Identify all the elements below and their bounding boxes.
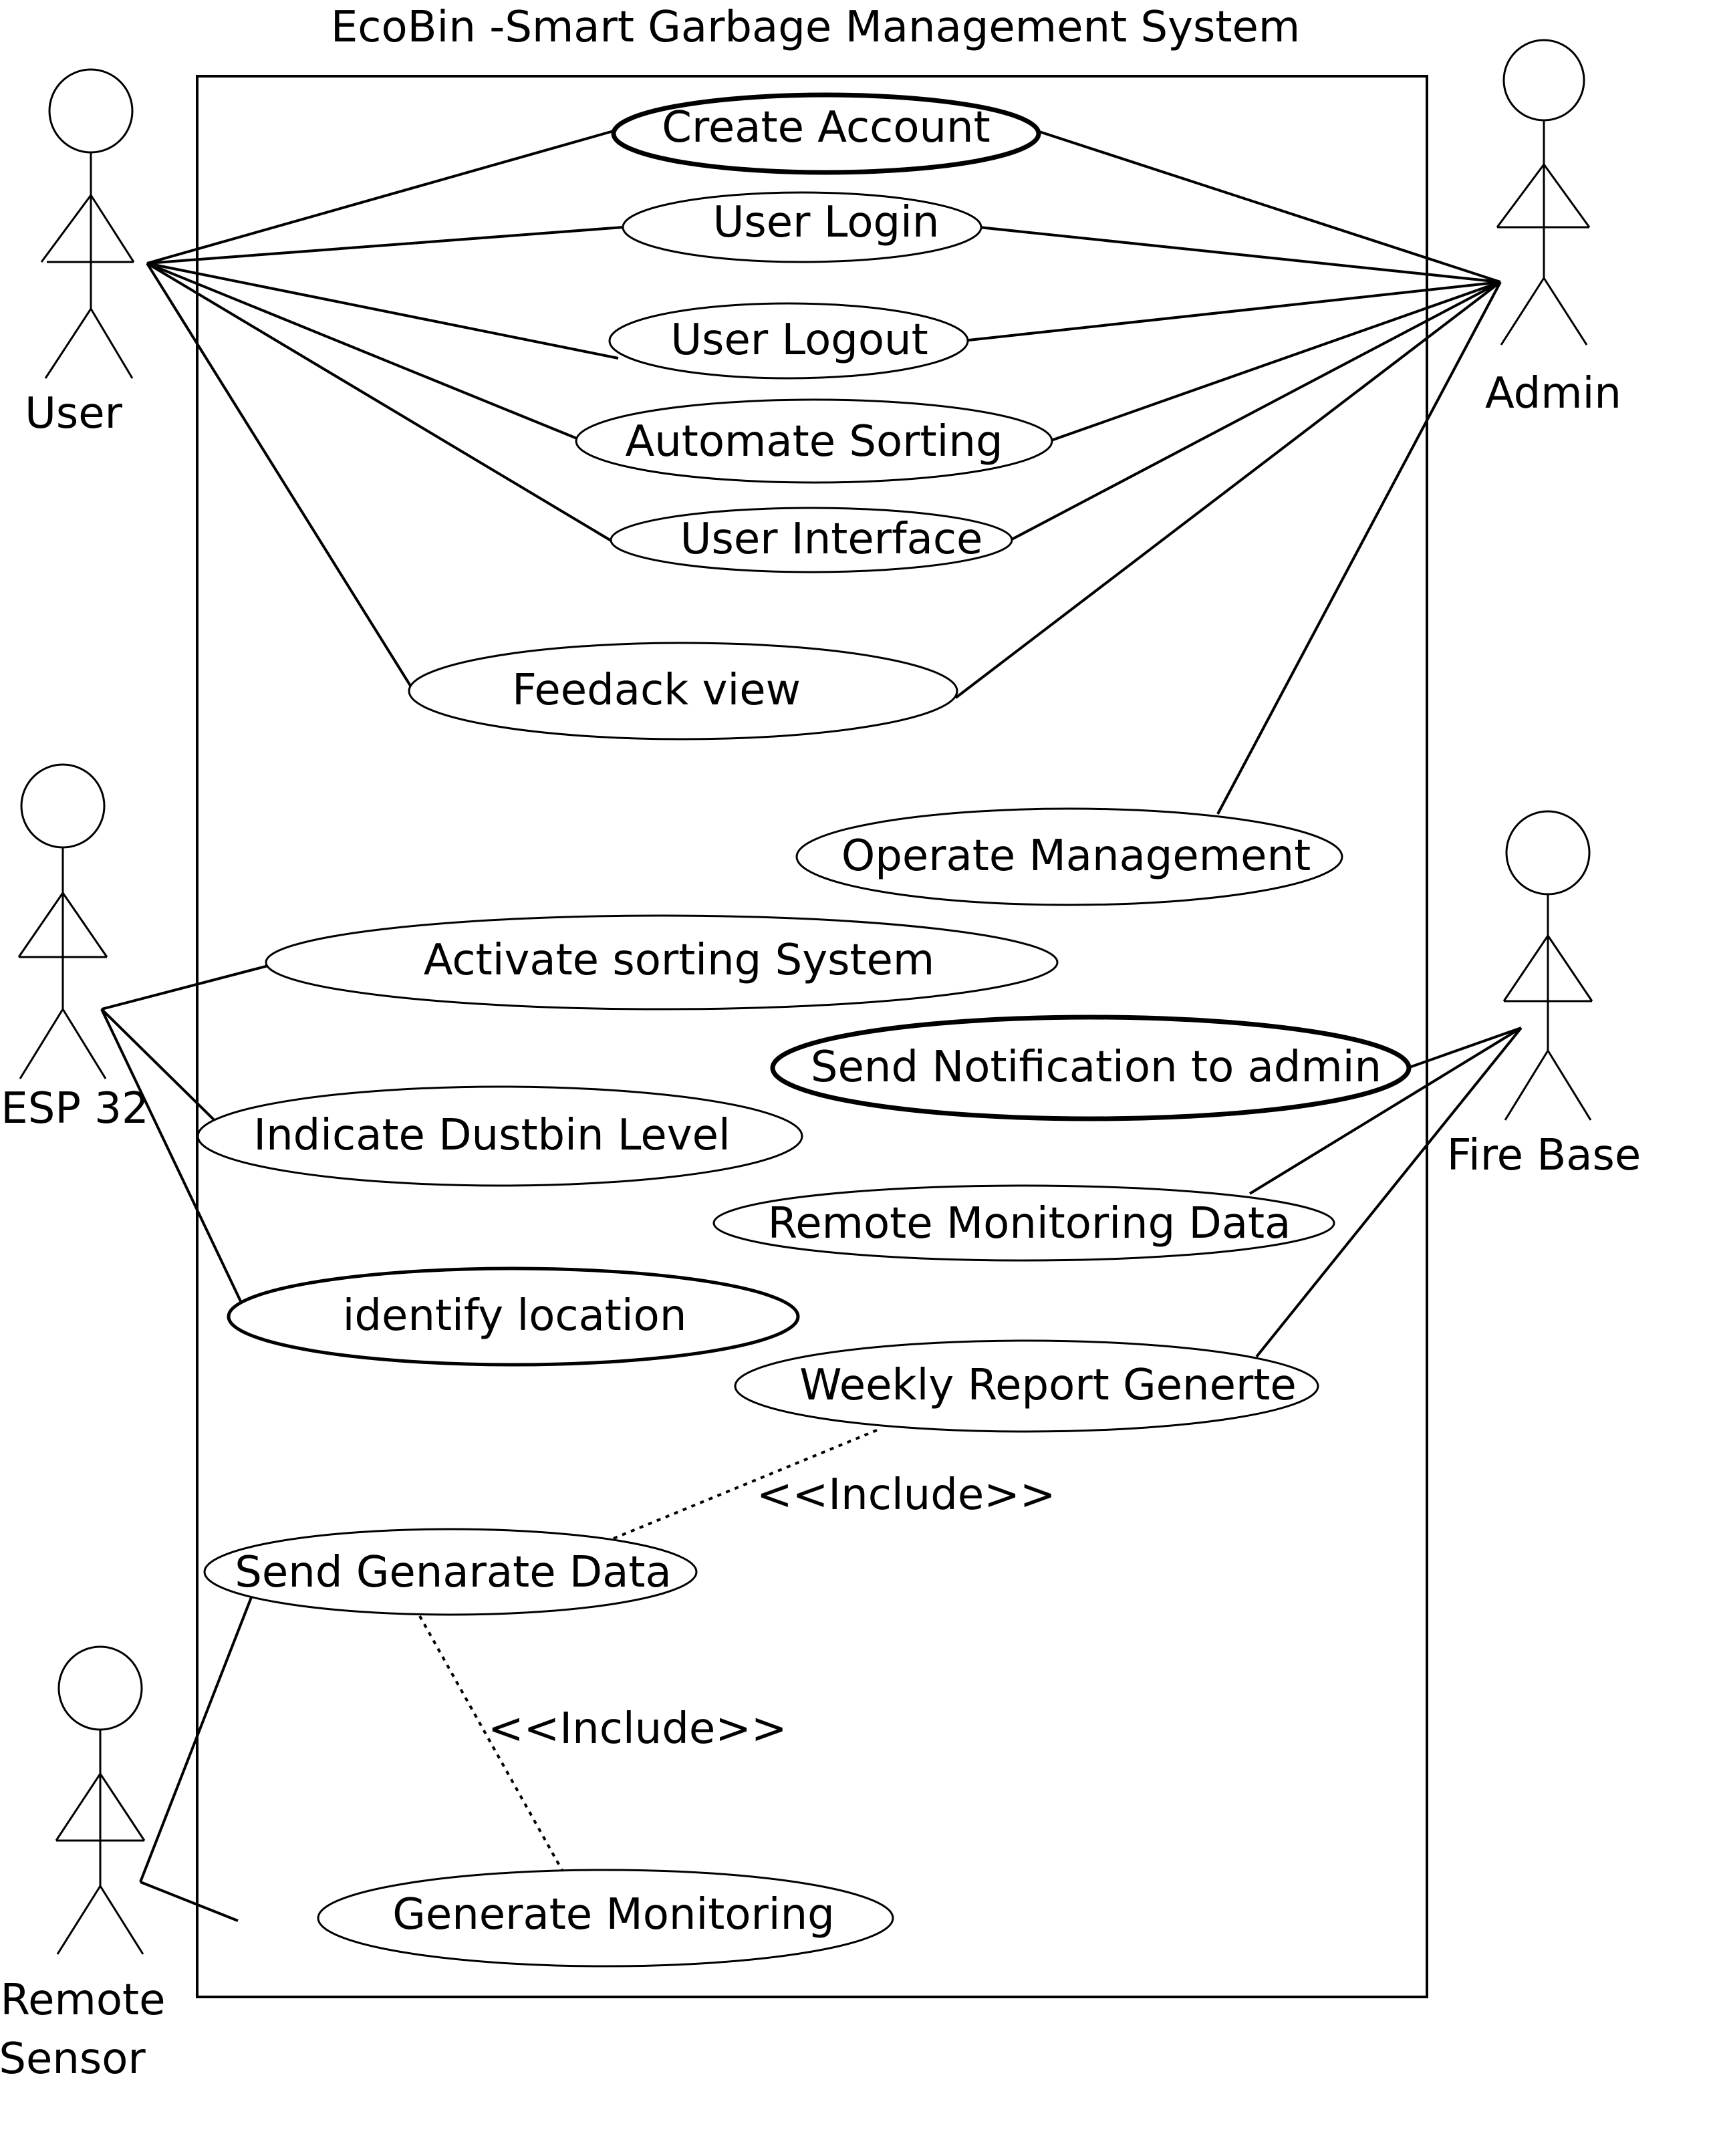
assoc-esp32-activate <box>101 964 271 1010</box>
use-case-label: Remote Monitoring Data <box>768 1199 1291 1248</box>
use-case-label: User Login <box>713 198 940 247</box>
sensor-associations <box>139 1597 253 1922</box>
assoc-user-create-account <box>146 130 614 265</box>
include-label-weekly: <<Include>> <box>757 1470 1055 1520</box>
actor-label-line2: Sensor <box>0 2034 146 2084</box>
use-case-remote-monitoring[interactable]: Remote Monitoring Data <box>712 1184 1335 1262</box>
use-case-label: identify location <box>343 1291 687 1341</box>
assoc-admin-interface <box>1010 281 1501 541</box>
use-case-generate-monitoring[interactable]: Generate Monitoring <box>317 1869 894 1968</box>
assoc-firebase-weekly <box>1255 1027 1523 1358</box>
use-case-indicate-level[interactable]: Indicate Dustbin Level <box>196 1085 803 1187</box>
use-case-user-login[interactable]: User Login <box>622 191 982 263</box>
assoc-firebase-monitoring <box>1248 1027 1523 1195</box>
use-case-create-account[interactable]: Create Account <box>611 92 1041 175</box>
use-case-label: Weekly Report Generte <box>799 1361 1297 1410</box>
assoc-firebase-notification <box>1407 1027 1522 1069</box>
stick-figure-icon <box>40 68 135 379</box>
diagram-title: EcoBin -Smart Garbage Management System <box>331 3 1300 52</box>
use-case-label: Automate Sorting <box>625 417 1003 466</box>
assoc-admin-automate-sorting <box>1049 281 1501 442</box>
assoc-user-interface <box>146 262 614 543</box>
use-case-label: Indicate Dustbin Level <box>253 1111 731 1160</box>
use-case-user-interface[interactable]: User Interface <box>610 507 1013 573</box>
stick-figure-icon <box>17 763 108 1079</box>
system-boundary <box>196 75 1428 1998</box>
stick-figure-icon <box>1496 39 1591 346</box>
actor-user[interactable]: User <box>25 68 135 438</box>
actor-admin[interactable]: Admin <box>1485 39 1621 418</box>
assoc-admin-login <box>978 226 1501 283</box>
stick-figure-icon <box>55 1645 146 1955</box>
use-case-feedback-view[interactable]: Feedack view <box>408 642 958 740</box>
assoc-admin-logout <box>962 281 1501 342</box>
use-case-send-notification[interactable]: Send Notification to admin <box>770 1015 1412 1121</box>
actor-esp32[interactable]: ESP 32 <box>1 763 149 1133</box>
assoc-user-feedback-view <box>146 262 412 687</box>
include-label-generate: <<Include>> <box>488 1704 787 1754</box>
use-case-label: Feedack view <box>512 666 801 715</box>
use-case-label: Activate sorting System <box>424 936 935 985</box>
esp32-associations <box>100 964 271 1316</box>
assoc-admin-create-account <box>1037 130 1501 283</box>
actor-label: User <box>25 389 123 438</box>
use-case-user-logout[interactable]: User Logout <box>608 302 969 380</box>
firebase-associations <box>1248 1027 1523 1358</box>
use-case-activate-sorting[interactable]: Activate sorting System <box>265 914 1059 1010</box>
assoc-user-logout <box>146 262 619 360</box>
assoc-sensor-send-data <box>139 1597 253 1883</box>
use-case-label: Create Account <box>662 103 990 152</box>
use-case-label: Operate Management <box>841 831 1311 881</box>
actor-remote-sensor[interactable]: Remote Sensor <box>0 1645 166 2084</box>
actor-label: Admin <box>1485 369 1621 418</box>
include-line-weekly <box>613 1429 878 1540</box>
include-line-generate <box>418 1615 571 1884</box>
actor-label: Fire Base <box>1447 1131 1641 1180</box>
use-case-automate-sorting[interactable]: Automate Sorting <box>575 398 1053 484</box>
assoc-admin-feedback-view <box>954 281 1502 699</box>
use-case-label: Generate Monitoring <box>392 1890 835 1939</box>
use-case-weekly-report[interactable]: Weekly Report Generte <box>734 1339 1319 1433</box>
use-case-label: User Interface <box>680 515 983 564</box>
stick-figure-icon <box>1502 810 1593 1121</box>
actor-label: ESP 32 <box>1 1084 148 1133</box>
use-case-label: Send Genarate Data <box>235 1548 671 1597</box>
user-associations <box>146 130 624 687</box>
use-case-operate-management[interactable]: Operate Management <box>795 807 1343 906</box>
actor-label-line1: Remote <box>1 1976 166 2025</box>
use-case-label: Send Notification to admin <box>811 1043 1381 1092</box>
assoc-user-login <box>146 226 624 265</box>
use-case-label: User Logout <box>670 315 928 365</box>
assoc-user-automate-sorting <box>146 262 581 441</box>
include-relationships: <<Include>> <<Include>> <box>418 1429 1055 1884</box>
use-case-identify-location[interactable]: identify location <box>227 1266 800 1367</box>
assoc-esp32-location <box>100 1008 249 1316</box>
use-case-send-generate-data[interactable]: Send Genarate Data <box>203 1528 698 1616</box>
admin-associations <box>954 130 1502 815</box>
assoc-admin-operate-management <box>1216 281 1502 815</box>
assoc-esp32-indicate <box>100 1008 232 1137</box>
actor-firebase[interactable]: Fire Base <box>1447 810 1641 1180</box>
assoc-sensor-generate <box>140 1881 239 1922</box>
